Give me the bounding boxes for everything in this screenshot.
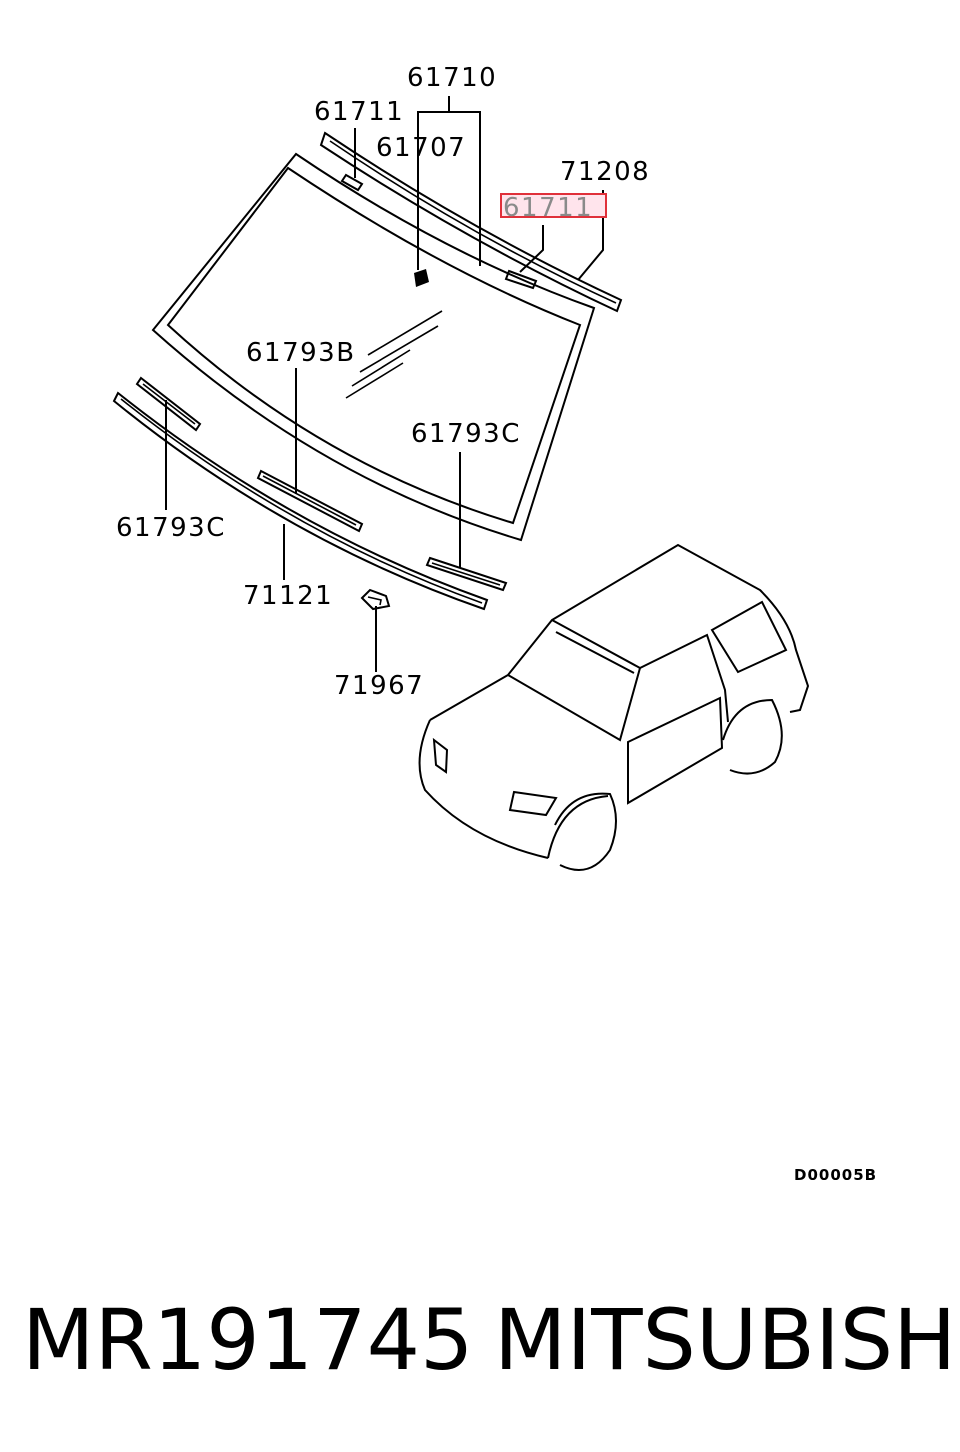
brand-name: MITSUBISHI	[494, 1291, 960, 1389]
dam-strip-61793C-right	[425, 556, 508, 592]
part-number: MR191745	[22, 1291, 474, 1389]
dam-strip-61793C-left	[135, 376, 202, 432]
spacer-61711-right	[504, 269, 538, 290]
callout-61793C-right: 61793C	[411, 419, 521, 449]
callout-71208: 71208	[560, 157, 650, 187]
callout-61707: 61707	[376, 133, 466, 163]
callout-71967: 71967	[334, 671, 424, 701]
windshield-glass	[151, 152, 596, 542]
spacer-61711-top	[340, 173, 364, 192]
callout-71121: 71121	[243, 581, 333, 611]
diagram-code: D00005B	[794, 1166, 877, 1184]
callout-61710: 61710	[407, 63, 497, 93]
mirror-base-61707	[414, 269, 429, 287]
callout-61711-top: 61711	[314, 97, 404, 127]
callout-61793B: 61793B	[246, 338, 356, 368]
clip-71967	[360, 588, 391, 611]
dam-strip-61793B	[256, 469, 364, 533]
upper-molding-71208	[319, 131, 623, 313]
highlight-box	[500, 193, 607, 218]
caption: MR191745 MITSUBISHI	[0, 1290, 960, 1390]
callout-61711-highlighted: 61711	[503, 193, 593, 223]
glass-reflection-lines	[345, 310, 443, 399]
leader-lines	[165, 96, 604, 672]
vehicle-outline	[418, 543, 810, 871]
lower-molding-71121	[112, 391, 489, 611]
callout-61793C-left: 61793C	[116, 513, 226, 543]
